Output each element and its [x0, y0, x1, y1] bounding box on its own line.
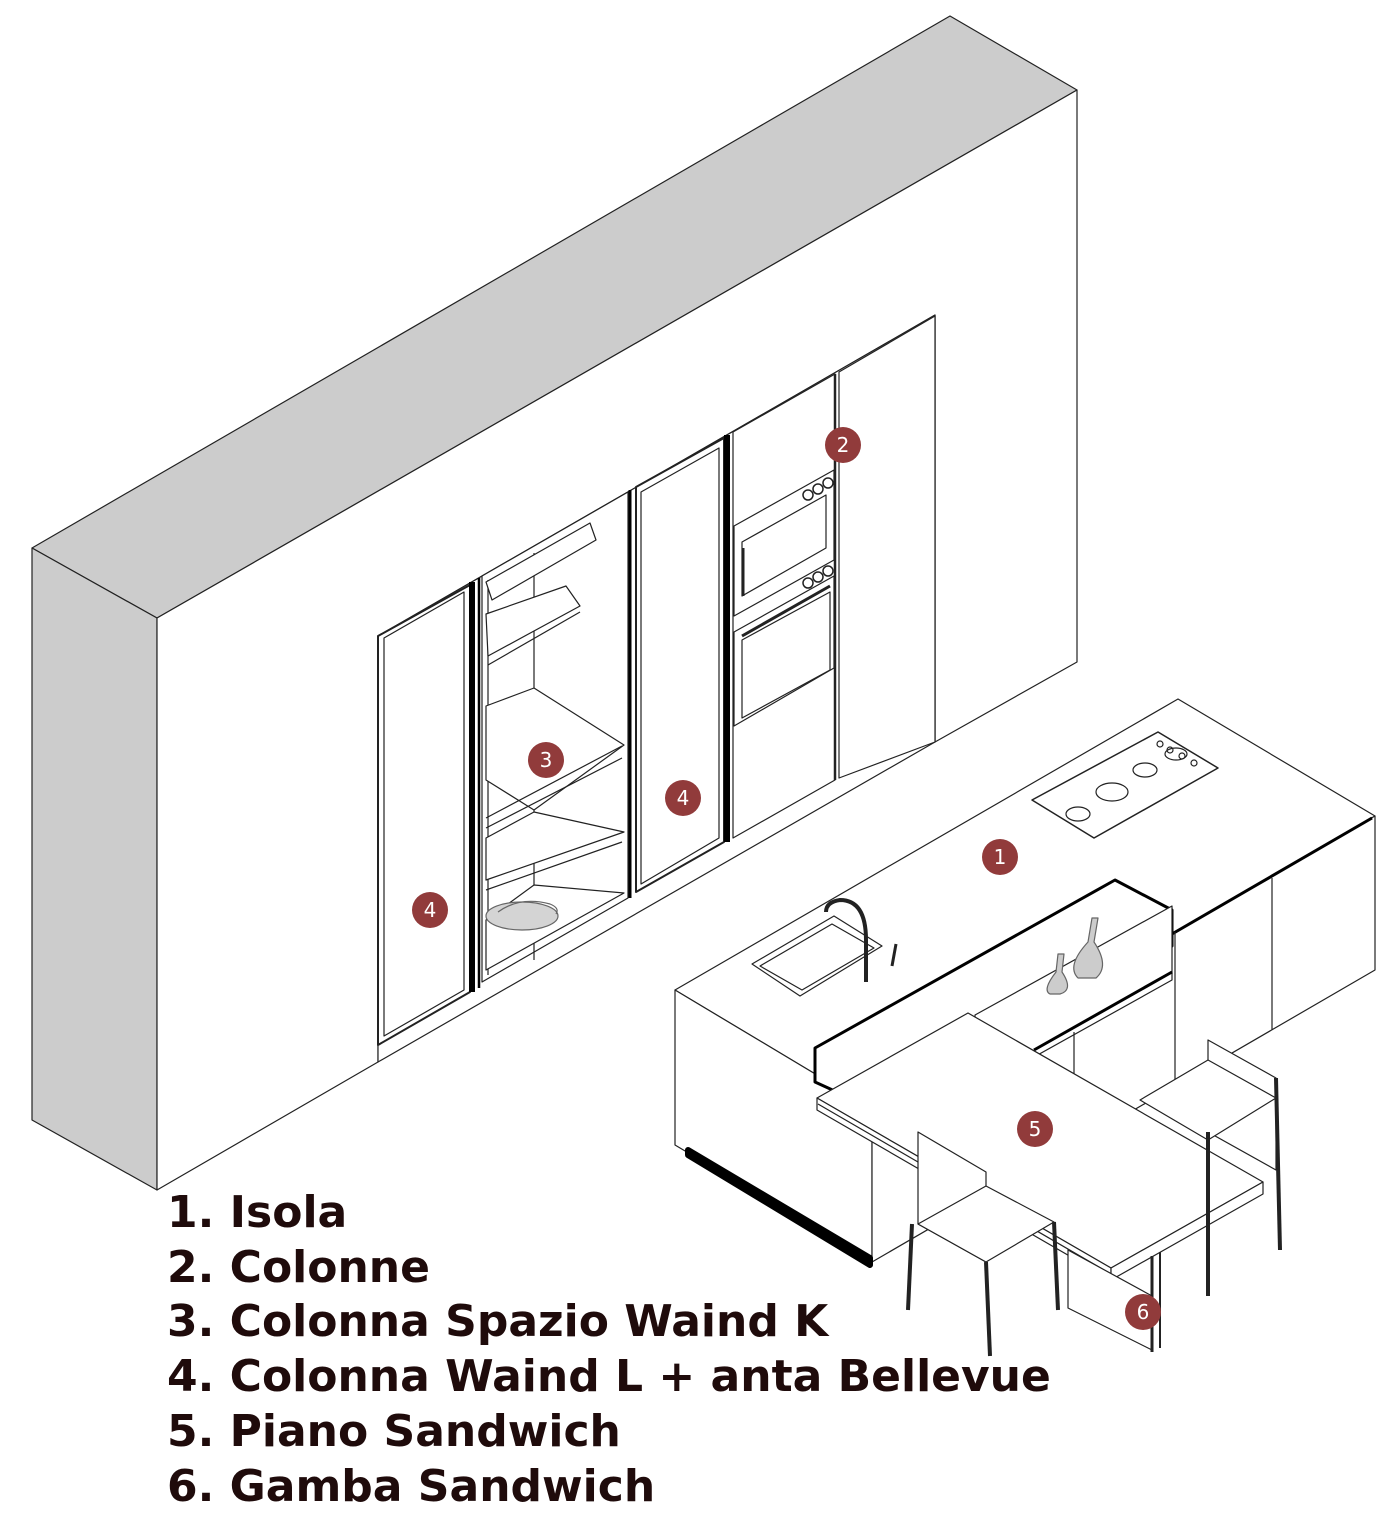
legend-item-colonne: 2. Colonne	[167, 1241, 430, 1293]
marker-6: 6	[1125, 1294, 1161, 1330]
cooktop-burners	[1065, 740, 1198, 822]
svg-text:2: 2	[837, 433, 850, 457]
vase-large	[1073, 917, 1104, 979]
door-inner-frame-left	[383, 591, 465, 1037]
legend-item-piano-sandwich: 5. Piano Sandwich	[167, 1405, 621, 1457]
legend-item-isola: 1. Isola	[167, 1187, 348, 1238]
cooktop	[1031, 731, 1219, 839]
component-legend: 1. Isola 2. Colonne 3. Colonna Spazio Wa…	[167, 1186, 1051, 1514]
faucet	[824, 898, 868, 982]
svg-text:6: 6	[1137, 1300, 1150, 1324]
island-plinth	[685, 1147, 873, 1268]
legend-item-gamba-sandwich: 6. Gamba Sandwich	[167, 1460, 656, 1512]
svg-text:4: 4	[677, 786, 690, 810]
marker-2: 2	[825, 427, 861, 463]
wall-block	[31, 15, 1078, 1191]
marker-4-left: 4	[412, 892, 448, 928]
marker-4-center: 4	[665, 780, 701, 816]
marker-3: 3	[528, 742, 564, 778]
column-right	[838, 315, 936, 779]
column-door-left	[377, 584, 471, 1046]
chair-back-right	[1139, 1039, 1282, 1296]
column-units	[377, 314, 936, 1063]
wall-side-face	[31, 547, 158, 1191]
chair-front-left	[906, 1131, 1060, 1357]
svg-text:1: 1	[994, 845, 1007, 869]
svg-text:3: 3	[540, 748, 553, 772]
oven-knobs	[802, 477, 834, 589]
svg-text:5: 5	[1029, 1117, 1042, 1141]
marker-1: 1	[982, 839, 1018, 875]
legend-item-colonna-waind-l: 4. Colonna Waind L + anta Bellevue	[167, 1351, 1051, 1403]
vase-small	[1046, 953, 1069, 995]
column-door-center	[635, 437, 725, 893]
legend-item-colonna-spazio: 3. Colonna Spazio Waind K	[167, 1296, 829, 1348]
svg-text:4: 4	[424, 898, 437, 922]
marker-5: 5	[1017, 1111, 1053, 1147]
